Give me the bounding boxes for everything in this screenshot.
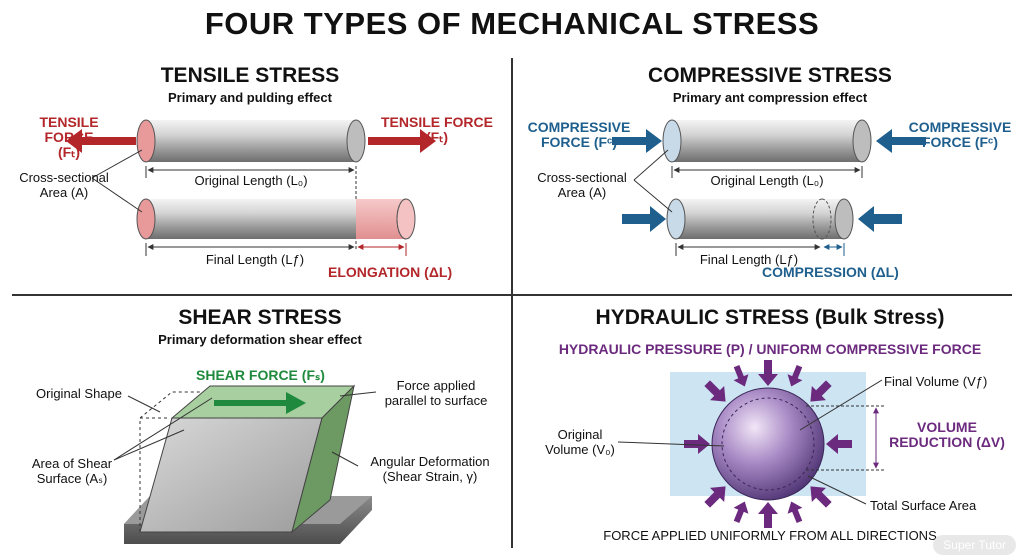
compressive-original-length-label: Original Length (L₀) [692,173,842,188]
shear-diagram [113,384,377,544]
tensile-diagram [66,119,436,256]
vertical-divider [511,58,513,548]
compressive-compression-label: COMPRESSION (ΔL) [762,264,899,280]
page-title: FOUR TYPES OF MECHANICAL STRESS [204,6,820,41]
tensile-original-length-label: Original Length (L₀) [176,173,326,188]
tensile-title: TENSILE STRESS [160,64,340,87]
hydraulic-pressure-label: HYDRAULIC PRESSURE (P) / UNIFORM COMPRES… [558,341,982,357]
compressive-final-length-label: Final Length (Lƒ) [684,252,814,267]
tensile-force-right-label: TENSILE FORCE(Fₜ) [380,114,493,145]
shear-subtitle: Primary deformation shear effect [158,332,362,347]
compressive-force-left-arrow [612,129,662,153]
shear-title: SHEAR STRESS [178,306,342,329]
tensile-rod-original [146,120,356,162]
tensile-rod-final [146,199,356,239]
compressive-subtitle: Primary ant compression effect [672,90,868,105]
hydraulic-footer-label: FORCE APPLIED UNIFORMLY FROM ALL DIRECTI… [603,528,937,543]
compressive-rod-original [672,120,862,162]
hydraulic-diagram [617,360,884,528]
tensile-elongation-label: ELONGATION (ΔL) [328,264,453,280]
hydraulic-final-volume-outline [721,397,815,491]
tensile-force-right-arrow [368,129,436,153]
shear-block-front [139,417,323,533]
compressive-rod-final [676,199,844,239]
hydraulic-title: HYDRAULIC STRESS (Bulk Stress) [595,306,945,329]
shear-angular-deformation-label: Angular Deformation(Shear Strain, γ) [370,454,490,484]
shear-force-label: SHEAR FORCE (Fₛ) [196,367,325,383]
hydraulic-sphere [711,387,825,501]
hydraulic-total-surface-label: Total Surface Area [870,498,977,513]
tensile-subtitle: Primary and pulding effect [168,90,332,105]
tensile-final-length-label: Final Length (Lƒ) [190,252,320,267]
shear-side-face [291,384,355,534]
tensile-force-left-label: TENSILE FORCE(Fₜ) [39,114,99,160]
compressive-title: COMPRESSIVE STRESS [648,64,892,87]
tensile-force-left-arrow [66,129,136,153]
tensile-rod-end [136,119,156,163]
watermark: Super Tutor [933,535,1016,555]
shear-force-arrow [214,392,306,414]
compressive-force-right-arrow [876,129,926,153]
shear-original-shape-label: Original Shape [36,386,122,401]
hydraulic-final-volume-label: Final Volume (Vƒ) [884,374,988,389]
horizontal-divider [12,294,1012,296]
compressive-diagram [612,119,926,256]
hydraulic-pressure-arrows [684,360,852,528]
